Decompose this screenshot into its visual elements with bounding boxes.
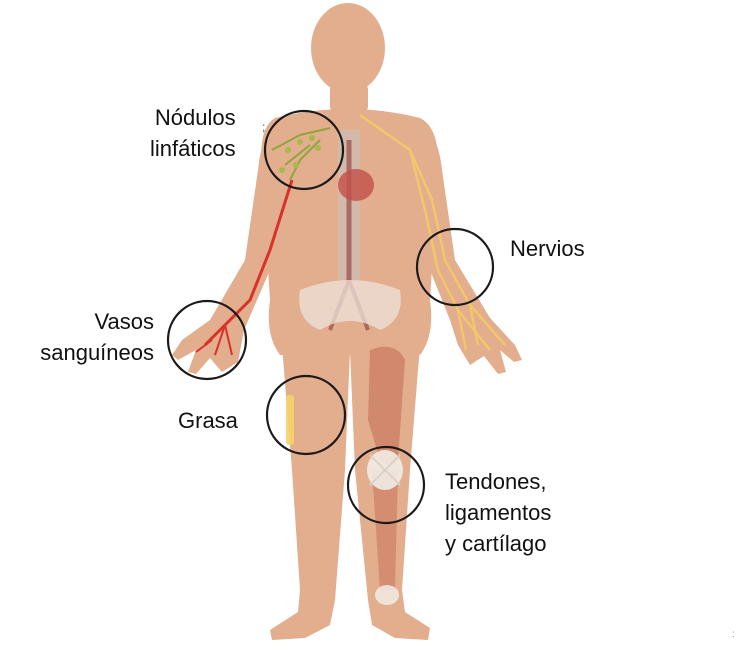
svg-text:;: ;	[262, 120, 265, 134]
label-nerves-line1: Nervios	[510, 233, 585, 264]
label-fat-line1: Grasa	[178, 405, 238, 436]
label-lymph-nodes-line2: linfáticos	[150, 133, 236, 164]
label-lymph-nodes: Nódulos linfáticos	[150, 102, 236, 164]
label-lymph-nodes-line1: Nódulos	[150, 102, 236, 133]
label-tendons-line3: y cartílago	[445, 528, 551, 559]
label-blood-vessels: Vasos sanguíneos	[14, 306, 154, 368]
label-tendons: Tendones, ligamentos y cartílago	[445, 466, 551, 559]
label-nerves: Nervios	[510, 233, 585, 264]
svg-text::: :	[732, 629, 735, 640]
label-blood-vessels-line2: sanguíneos	[14, 337, 154, 368]
label-tendons-line2: ligamentos	[445, 497, 551, 528]
label-tendons-line1: Tendones,	[445, 466, 551, 497]
label-fat: Grasa	[178, 405, 238, 436]
label-blood-vessels-line1: Vasos	[14, 306, 154, 337]
